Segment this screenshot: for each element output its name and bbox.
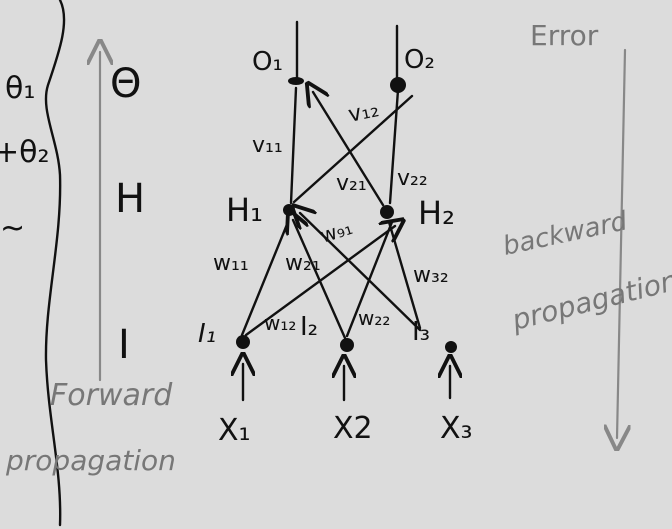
h1-label: H₁ [226,191,263,229]
node-i2 [340,338,354,352]
edge-h2-o1 [313,92,385,207]
node-h2 [380,205,394,219]
node-h1 [283,204,295,216]
backward-label: backward [500,206,630,262]
input-layer-label: I [118,322,130,368]
theta1-label: θ₁ [5,71,35,106]
x2-label: X2 [333,411,373,446]
o2-label: O₂ [404,45,435,75]
backward-propagation-label: propagation [508,264,672,337]
left-brace [44,0,66,527]
hidden-layer-label: H [115,176,145,222]
forward-label: Forward [50,378,173,413]
h2-label: H₂ [418,194,455,232]
o1-label: O₁ [252,47,283,77]
weight-w91: w₉₁ [317,215,355,248]
edge-i1-h1 [240,220,290,337]
weight-w11: w₁₁ [213,251,249,276]
node-o1 [288,77,304,85]
theta2-fragment-label: +θ₂ [0,135,50,170]
x3-label: X₃ [440,411,473,446]
edge-i2-h1 [293,220,347,340]
edge-i1-h2 [244,226,395,337]
weight-w21: w₂₁ [285,251,321,276]
forward-propagation-label: propagation [5,444,176,477]
weight-w12: w₁₂ [264,311,296,335]
error-label: Error [530,19,599,52]
weight-w32: w₃₂ [413,263,449,288]
i3-label: I₃ [412,317,430,347]
tilde-fragment: ~ [0,211,25,246]
node-i1 [236,335,250,349]
weight-v12: v₁₂ [346,97,381,128]
backward-arrow [617,48,625,438]
i1-label: I₁ [198,319,216,349]
edge-h2-o2 [388,88,400,205]
edge-i3-h1 [300,213,422,332]
edge-h1-o2 [292,94,414,204]
edge-i3-h2 [387,220,422,330]
node-i3 [445,341,457,353]
node-o2 [390,77,406,93]
weight-w22: w₂₂ [358,306,390,330]
edge-h1-o1 [289,86,298,205]
weight-v11: v₁₁ [252,133,283,158]
output-layer-label: Θ [110,61,141,107]
i2-label: I₂ [300,312,318,342]
edge-i2-h2 [345,220,394,338]
weight-v22: v₂₂ [397,166,428,191]
x1-label: X₁ [218,413,251,448]
weight-v21: v₂₁ [336,171,367,196]
